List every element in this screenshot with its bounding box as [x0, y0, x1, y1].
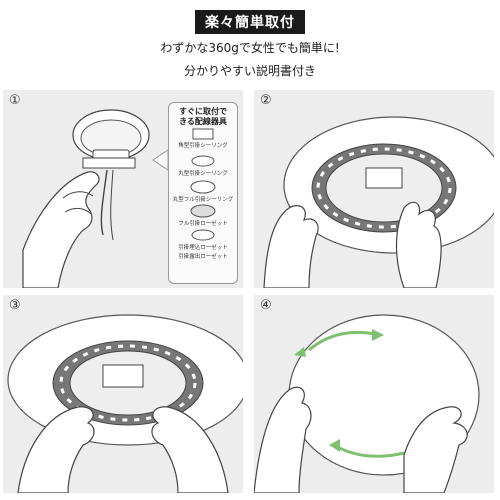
illustration-connect-wire	[263, 116, 494, 288]
illustration-ceiling-hook	[22, 109, 169, 288]
step-number-4: ④	[260, 298, 272, 313]
step-number-3: ③	[9, 298, 21, 313]
parts-icons	[190, 128, 216, 241]
step-panel-2: ②	[254, 90, 494, 288]
subtitle-manual: 分かりやすい説明書付き	[183, 64, 316, 78]
rotate-arrow-icon	[294, 347, 306, 357]
part-label: 引掛露出ローゼット	[178, 254, 228, 260]
step-number-1: ①	[9, 93, 21, 108]
step-panel-3: ③	[3, 295, 243, 493]
subtitle-weight: わずかな360gで女性でも簡単に!	[160, 41, 340, 55]
step-number-2: ②	[260, 93, 272, 108]
part-label: フル引掛ローゼット	[178, 221, 228, 227]
compatible-parts-box: すぐに取付で きる配線器具 角型引掛シーリング 丸型引掛シーリング 丸型フル引掛…	[168, 102, 238, 284]
parts-heading: すぐに取付で きる配線器具	[179, 107, 227, 126]
title-banner: 楽々簡単取付	[195, 10, 305, 34]
part-label: 角型引掛シーリング	[178, 143, 228, 149]
part-label: 引掛埋込ローゼット	[178, 245, 228, 251]
part-label: 丸型フル引掛シーリング	[172, 197, 234, 203]
step-panel-1: ① すぐに取付で きる配線器具 角型引掛シーリング 丸型引掛シーリング 丸型フル…	[3, 90, 243, 288]
part-label: 丸型引掛シーリング	[178, 171, 228, 177]
illustration-twist-cover	[254, 314, 480, 493]
illustration-attach-adapter	[7, 314, 243, 493]
step-panel-4: ④	[254, 295, 494, 493]
title-text: 楽々簡単取付	[205, 15, 295, 31]
